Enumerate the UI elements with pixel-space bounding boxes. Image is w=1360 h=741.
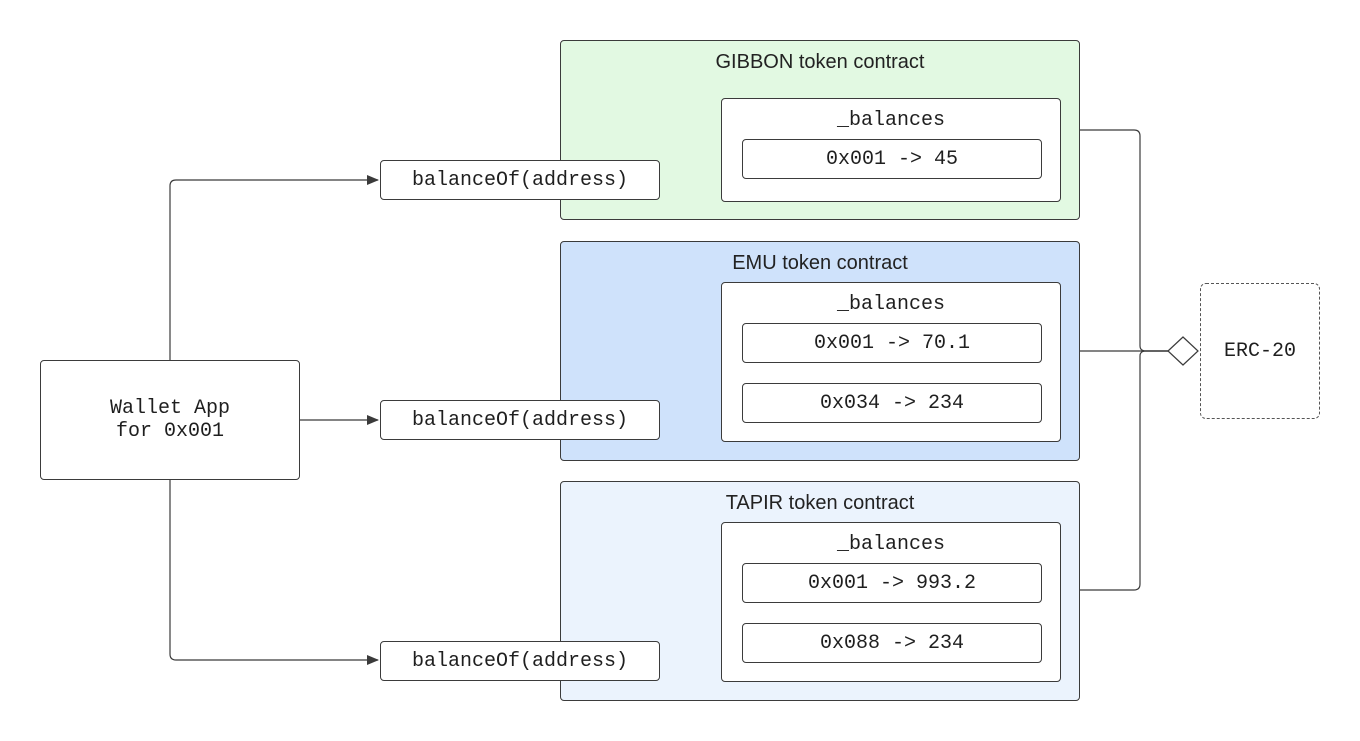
erc20-interface-box[interactable]: ERC-20 [1200, 283, 1320, 419]
contract-title: EMU token contract [732, 252, 908, 274]
line-gibbon-to-erc20 [1080, 129, 1168, 352]
balances-box[interactable]: _balances 0x001 -> 993.2 0x088 -> 234 [721, 522, 1061, 682]
tapir-contract[interactable]: TAPIR token contract _balances 0x001 -> … [560, 481, 1080, 701]
contract-title: GIBBON token contract [715, 51, 925, 73]
gibbon-contract[interactable]: GIBBON token contract _balances 0x001 ->… [560, 40, 1080, 220]
balances-title: _balances [836, 533, 946, 556]
balance-entry-text: 0x034 -> 234 [819, 391, 965, 415]
balance-entry[interactable]: 0x001 -> 993.2 [742, 563, 1042, 603]
emu-contract[interactable]: EMU token contract _balances 0x001 -> 70… [560, 241, 1080, 461]
balance-of-call-emu[interactable]: balanceOf(address) [380, 400, 660, 440]
balances-box[interactable]: _balances 0x001 -> 70.1 0x034 -> 234 [721, 282, 1061, 442]
balance-entry-text: 0x001 -> 45 [825, 147, 959, 171]
call-label: balanceOf(address) [411, 649, 629, 673]
wallet-app-label-line1: Wallet App [109, 397, 231, 420]
balance-entry[interactable]: 0x034 -> 234 [742, 383, 1042, 423]
balance-entry[interactable]: 0x088 -> 234 [742, 623, 1042, 663]
wallet-app-box[interactable]: Wallet App for 0x001 [40, 360, 300, 480]
balances-title: _balances [836, 109, 946, 132]
arrow-wallet-to-gibbon-call [169, 175, 379, 360]
balance-entry-text: 0x001 -> 70.1 [813, 331, 971, 355]
balance-entry[interactable]: 0x001 -> 45 [742, 139, 1042, 179]
arrow-wallet-to-tapir-call [169, 480, 379, 665]
contract-title: TAPIR token contract [725, 492, 915, 514]
wallet-app-label-line2: for 0x001 [115, 420, 225, 443]
call-label: balanceOf(address) [411, 408, 629, 432]
balance-entry-text: 0x088 -> 234 [819, 631, 965, 655]
balances-box[interactable]: _balances 0x001 -> 45 [721, 98, 1061, 202]
balances-title: _balances [836, 293, 946, 316]
balance-of-call-gibbon[interactable]: balanceOf(address) [380, 160, 660, 200]
balance-entry-text: 0x001 -> 993.2 [807, 571, 977, 595]
call-label: balanceOf(address) [411, 168, 629, 192]
erc20-label: ERC-20 [1223, 339, 1296, 363]
line-tapir-to-erc20 [1080, 350, 1168, 591]
balance-of-call-tapir[interactable]: balanceOf(address) [380, 641, 660, 681]
balance-entry[interactable]: 0x001 -> 70.1 [742, 323, 1042, 363]
diamond-connector [1167, 336, 1199, 366]
